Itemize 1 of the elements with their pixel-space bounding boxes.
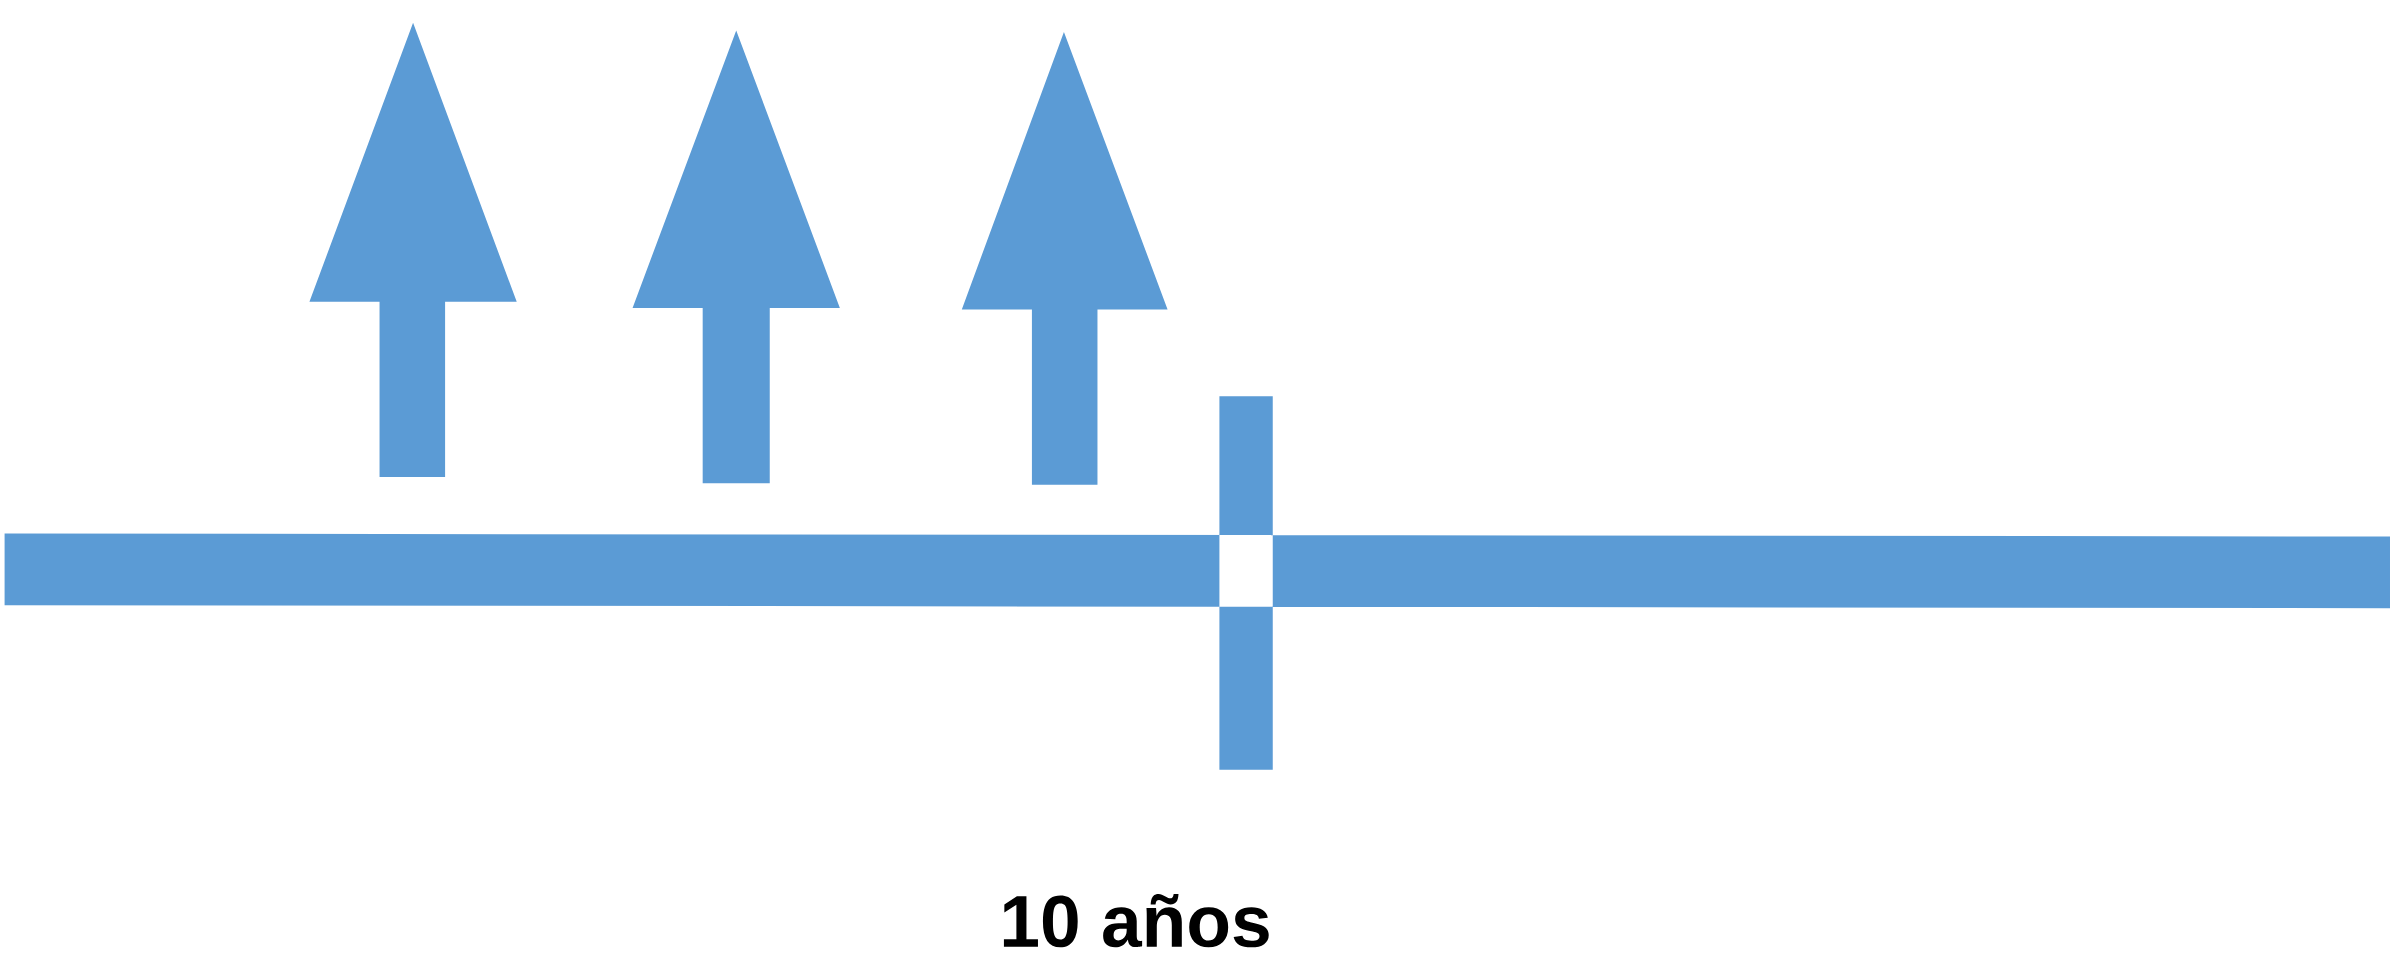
axis-label: 10 años xyxy=(1003,893,1269,948)
